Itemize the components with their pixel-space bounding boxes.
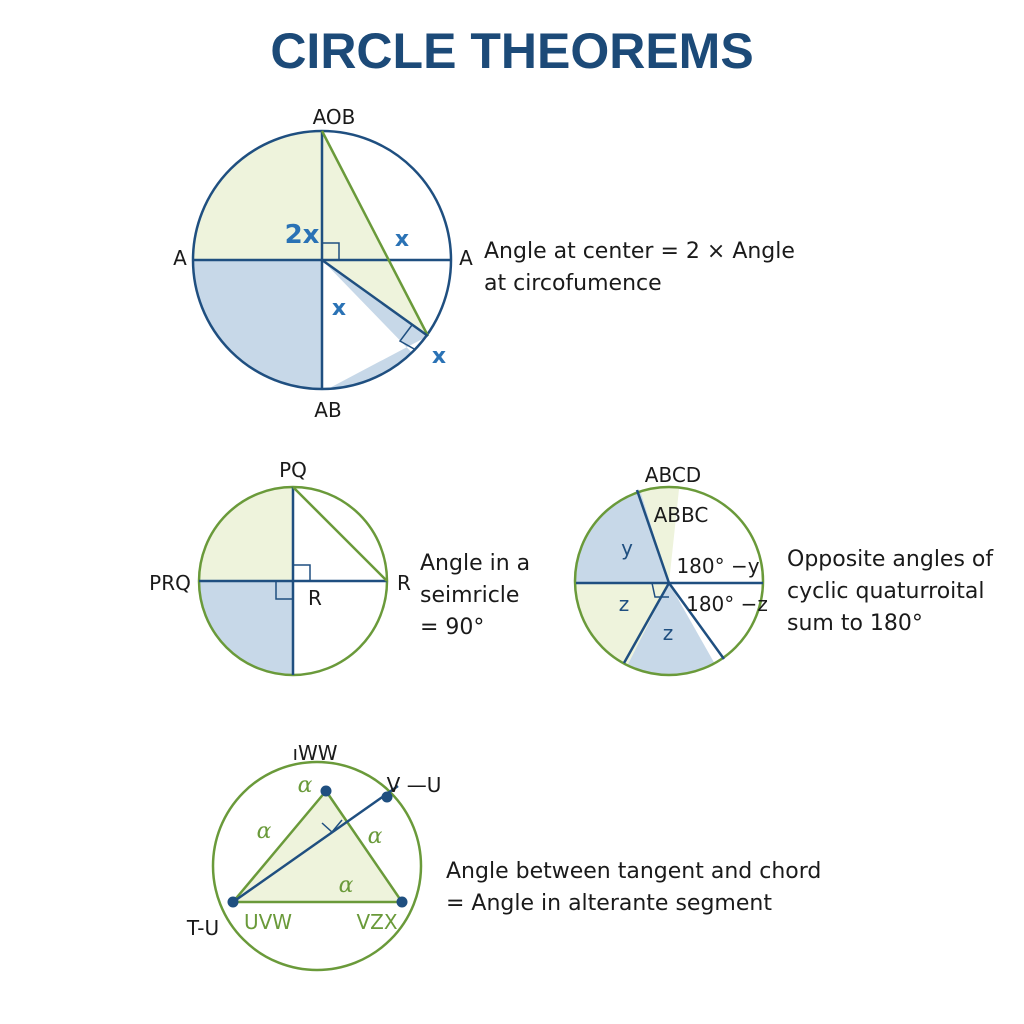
label-a-left: A [173, 246, 187, 270]
description-4-line1: Angle between tangent and chord [446, 859, 821, 884]
description-2-line1: Angle in a [420, 551, 530, 576]
alpha-top: α [298, 773, 313, 798]
angle-2x: 2x [285, 220, 320, 250]
right-angle-mark-4 [275, 581, 293, 600]
circle-3 [573, 485, 765, 677]
angle-x-outer: x [432, 344, 446, 369]
description-2-line3: = 90° [420, 615, 484, 640]
label-pq: PQ [279, 458, 307, 482]
point-left [227, 896, 239, 908]
chord-2 [292, 486, 388, 582]
label-t-u: T-U [186, 916, 219, 940]
label-aob: AOB [313, 105, 356, 129]
angle-x-lower: x [332, 296, 346, 321]
point-top [320, 785, 332, 797]
description-3-line2: cyclic quaturroital [787, 579, 985, 604]
right-angle-mark-5 [651, 582, 669, 598]
point-right [396, 896, 408, 908]
theorem-cyclic-quadrilateral: ABCD ABBC y z z 180° −y 180° −z Opposite… [573, 463, 994, 677]
sector-z-bottom [620, 583, 724, 675]
expr-180-z: 180° −z [686, 592, 768, 616]
description-3-line1: Opposite angles of [787, 547, 994, 572]
label-r-center: R [308, 586, 322, 610]
theorem-center-angle: AOB AB A A 2x x x x Angle at center = 2 … [173, 105, 795, 422]
page-title: CIRCLE THEOREMS [270, 23, 754, 79]
label-abcd: ABCD [645, 463, 701, 487]
label-v-u: V —U [387, 773, 442, 797]
right-angle-mark-6 [321, 819, 343, 834]
tangent-line [232, 784, 399, 904]
chord-top-to-right [320, 130, 430, 337]
description-1-line1: Angle at center = 2 × Angle [484, 239, 795, 264]
angle-y: y [621, 536, 633, 560]
right-angle-mark-2 [398, 324, 417, 351]
lower-left-quadrant [199, 581, 293, 675]
angle-x-upper: x [395, 227, 409, 252]
alpha-right: α [368, 824, 383, 849]
description-2-line2: seimricle [420, 583, 519, 608]
label-abbc: ABBC [654, 503, 709, 527]
description-3-line3: sum to 180° [787, 611, 923, 636]
expr-180-y: 180° −y [676, 554, 759, 578]
label-vzx: VZX [356, 910, 397, 934]
line-to-bottom-right [667, 582, 726, 660]
chord-triangle [230, 788, 405, 904]
label-prq: PRQ [149, 571, 191, 595]
alpha-left: α [257, 819, 272, 844]
alpha-center: α [339, 873, 354, 898]
label-iww: ıWW [292, 741, 337, 765]
theorem-alternate-segment: ıWW V —U T-U UVW VZX α α α α Angle betwe… [186, 741, 821, 972]
line-to-top [635, 489, 671, 584]
right-angle-mark-3 [293, 564, 311, 581]
description-1-line2: at circofumence [484, 271, 662, 296]
angle-z-left: z [619, 592, 630, 616]
upper-left-quadrant [199, 487, 293, 581]
radius-to-right [321, 258, 429, 338]
sector-top [637, 487, 680, 583]
label-uvw: UVW [244, 910, 292, 934]
label-r-right: R [397, 571, 411, 595]
label-a-right: A [459, 246, 473, 270]
theorem-semicircle: PQ PRQ R R Angle in a seimricle = 90° [149, 458, 530, 677]
angle-z-bottom: z [663, 621, 674, 645]
label-ab: AB [314, 398, 341, 422]
circle-4 [211, 760, 423, 972]
right-angle-mark [322, 242, 340, 260]
description-4-line2: = Angle in alterante segment [446, 891, 772, 916]
point-tangent-top [381, 791, 393, 803]
